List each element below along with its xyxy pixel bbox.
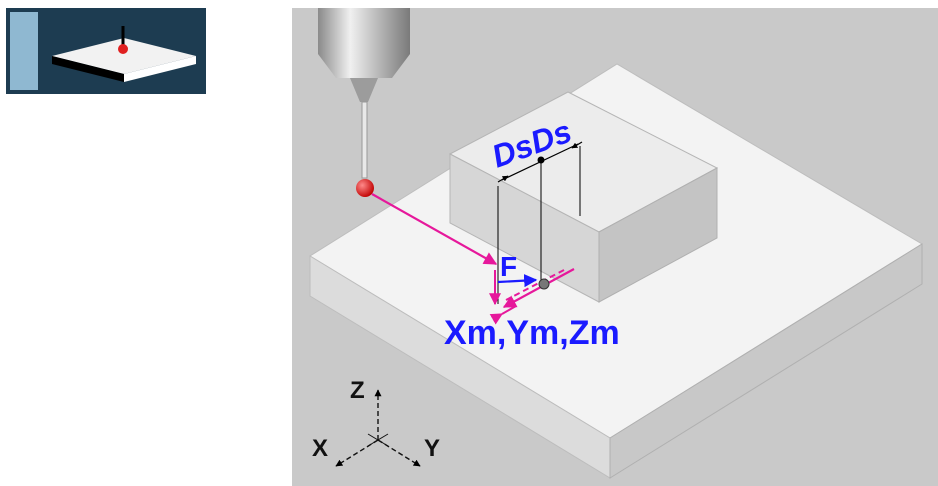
base-plate-right-face [609, 243, 923, 479]
center-point [537, 156, 545, 164]
thumbnail-side-tab [10, 12, 38, 90]
distance-dimension [497, 141, 583, 304]
measure-point-label: Xm,Ym,Zm [444, 314, 620, 352]
spindle-taper [318, 54, 410, 78]
stylus-shaft [361, 101, 368, 179]
spindle-tip [350, 78, 378, 102]
probe-ball [356, 179, 374, 197]
thumbnail-plate-right [124, 56, 196, 82]
coordinate-axes [335, 389, 421, 467]
approach-path [371, 193, 575, 325]
approach-arrow [371, 193, 498, 265]
raised-block [448, 91, 719, 303]
feed-label: F [500, 251, 517, 282]
z-axis-label: Z [350, 377, 365, 404]
y-axis-label: Y [424, 435, 440, 462]
probe-spindle [318, 8, 410, 197]
measure-arrow [489, 305, 517, 325]
dimension-arrow-right [571, 141, 583, 149]
contact-point [538, 278, 550, 290]
spindle-body [318, 8, 410, 54]
thumbnail-plate-left [52, 56, 124, 82]
surface-probing-icon [6, 8, 206, 94]
x-axis-label: X [312, 435, 328, 462]
probing-diagram: DsDs F Xm,Ym,Zm Z X Y [292, 8, 938, 486]
probe-thumbnail-graphic [10, 12, 196, 90]
axis-origin-mark-b [367, 433, 389, 447]
probe-move-arrow [502, 268, 575, 308]
thumbnail-probe-ball [118, 44, 128, 54]
dimension-arrow-left [497, 175, 509, 183]
feed-arrow [497, 274, 538, 288]
block-right-face [598, 167, 718, 303]
